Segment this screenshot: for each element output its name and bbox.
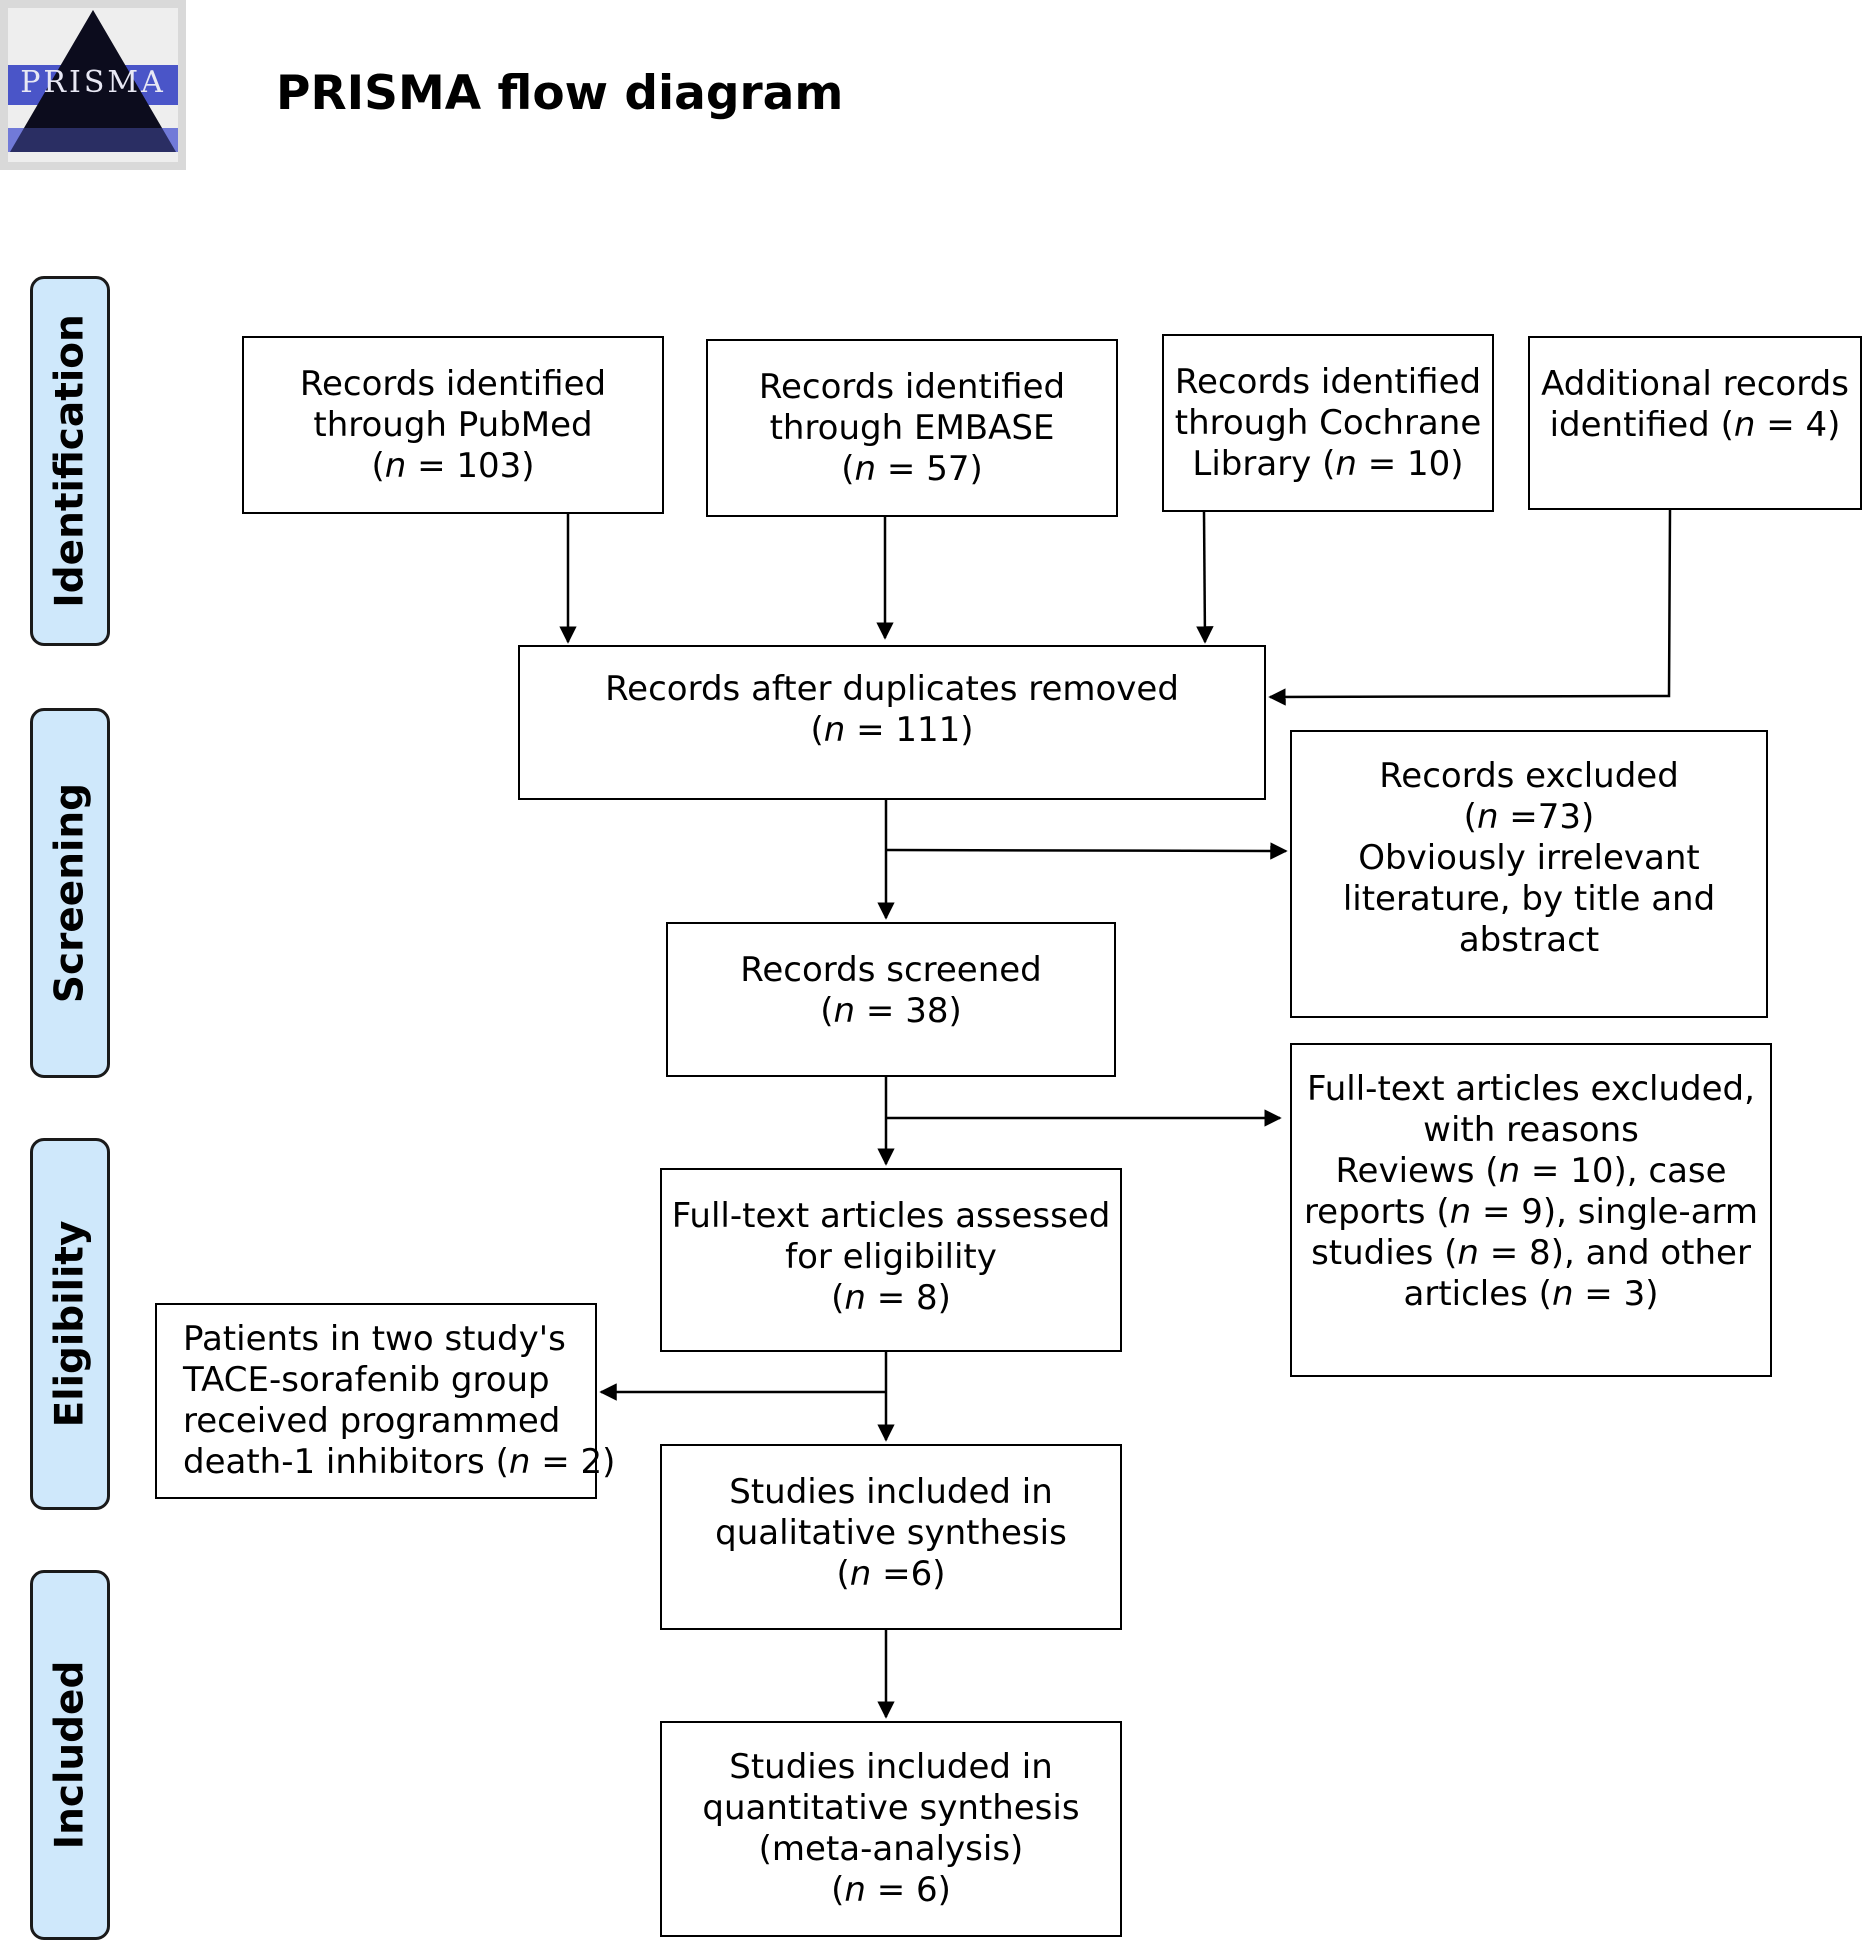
arrow-cochrane-to-duplicates <box>1196 511 1214 644</box>
box-line: literature, by title and <box>1342 879 1716 919</box>
svg-text:PRISMA: PRISMA <box>20 65 166 100</box>
box-line: Obviously irrelevant <box>1358 838 1700 878</box>
box-line: Studies included in <box>729 1472 1053 1512</box>
box-line: reports (n = 9), single-arm <box>1303 1192 1759 1232</box>
box-records-screened: Records screened (n = 38) <box>666 922 1116 1077</box>
box-line: Records excluded <box>1379 756 1679 796</box>
box-line: (n = 57) <box>841 448 983 489</box>
box-line: studies (n = 8), and other <box>1311 1233 1751 1273</box>
box-line: TACE-sorafenib group <box>183 1360 550 1400</box>
box-records-excluded: Records excluded (n =73) Obviously irrel… <box>1290 730 1768 1018</box>
box-line: identified (n = 4) <box>1549 405 1841 445</box>
box-line: abstract <box>1458 920 1600 960</box>
box-line: (meta-analysis) <box>758 1829 1024 1869</box>
page-title: PRISMA flow diagram <box>276 66 844 121</box>
box-cochrane: Records identified through Cochrane Libr… <box>1162 334 1494 512</box>
box-fulltext-excluded: Full-text articles excluded, with reason… <box>1290 1043 1772 1377</box>
box-line: (n = 38) <box>820 991 962 1031</box>
box-duplicates-removed: Records after duplicates removed (n = 11… <box>518 645 1266 800</box>
box-line: Records identified <box>299 363 607 404</box>
prisma-logo: PRISMA <box>0 0 186 170</box>
box-line: through PubMed <box>313 404 593 445</box>
box-line: Records identified <box>758 366 1066 407</box>
box-embase: Records identified through EMBASE (n = 5… <box>706 339 1118 517</box>
box-line: (n =73) <box>1463 797 1595 837</box>
box-line: through EMBASE <box>769 407 1055 448</box>
box-line: (n =6) <box>836 1554 946 1594</box>
box-line: Patients in two study's <box>183 1319 566 1359</box>
box-line: Studies included in <box>729 1747 1053 1787</box>
box-line: (n = 6) <box>831 1870 951 1910</box>
box-pubmed: Records identified through PubMed (n = 1… <box>242 336 664 514</box>
arrow-to-records-excluded <box>885 842 1288 860</box>
box-line: (n = 8) <box>831 1278 951 1318</box>
box-line: for eligibility <box>785 1237 997 1277</box>
box-fulltext-assessed: Full-text articles assessed for eligibil… <box>660 1168 1122 1352</box>
box-line: received programmed <box>183 1401 561 1441</box>
box-line: (n = 103) <box>371 445 535 486</box>
box-line: death-1 inhibitors (n = 2) <box>183 1442 616 1482</box>
box-line: quantitative synthesis <box>702 1788 1080 1828</box>
box-line: Records screened <box>740 950 1042 990</box>
box-qualitative-synthesis: Studies included in qualitative synthesi… <box>660 1444 1122 1630</box>
box-pd1-excluded: Patients in two study's TACE-sorafenib g… <box>155 1303 615 1499</box>
box-line: through Cochrane <box>1174 402 1482 443</box>
box-line: Additional records <box>1541 364 1849 404</box>
box-line: (n = 111) <box>810 710 974 750</box>
box-additional-records: Additional records identified (n = 4) <box>1528 336 1862 510</box>
prisma-logo-icon: PRISMA <box>8 8 178 162</box>
box-line: Records after duplicates removed <box>605 669 1179 709</box>
phase-identification: Identification <box>30 276 110 646</box>
box-line: Full-text articles excluded, <box>1307 1069 1755 1109</box>
box-line: qualitative synthesis <box>715 1513 1067 1553</box>
box-line: articles (n = 3) <box>1403 1274 1659 1314</box>
phase-included: Included <box>30 1570 110 1940</box>
phase-eligibility: Eligibility <box>30 1138 110 1510</box>
box-line: Library (n = 10) <box>1192 443 1464 484</box>
box-line: Records identified <box>1174 361 1482 402</box>
arrow-additional-to-duplicates <box>1268 509 1672 706</box>
box-line: with reasons <box>1423 1110 1639 1150</box>
box-quantitative-synthesis: Studies included in quantitative synthes… <box>660 1721 1122 1937</box>
box-line: Full-text articles assessed <box>671 1196 1111 1236</box>
phase-screening: Screening <box>30 708 110 1078</box>
box-line: Reviews (n = 10), case <box>1335 1151 1727 1191</box>
